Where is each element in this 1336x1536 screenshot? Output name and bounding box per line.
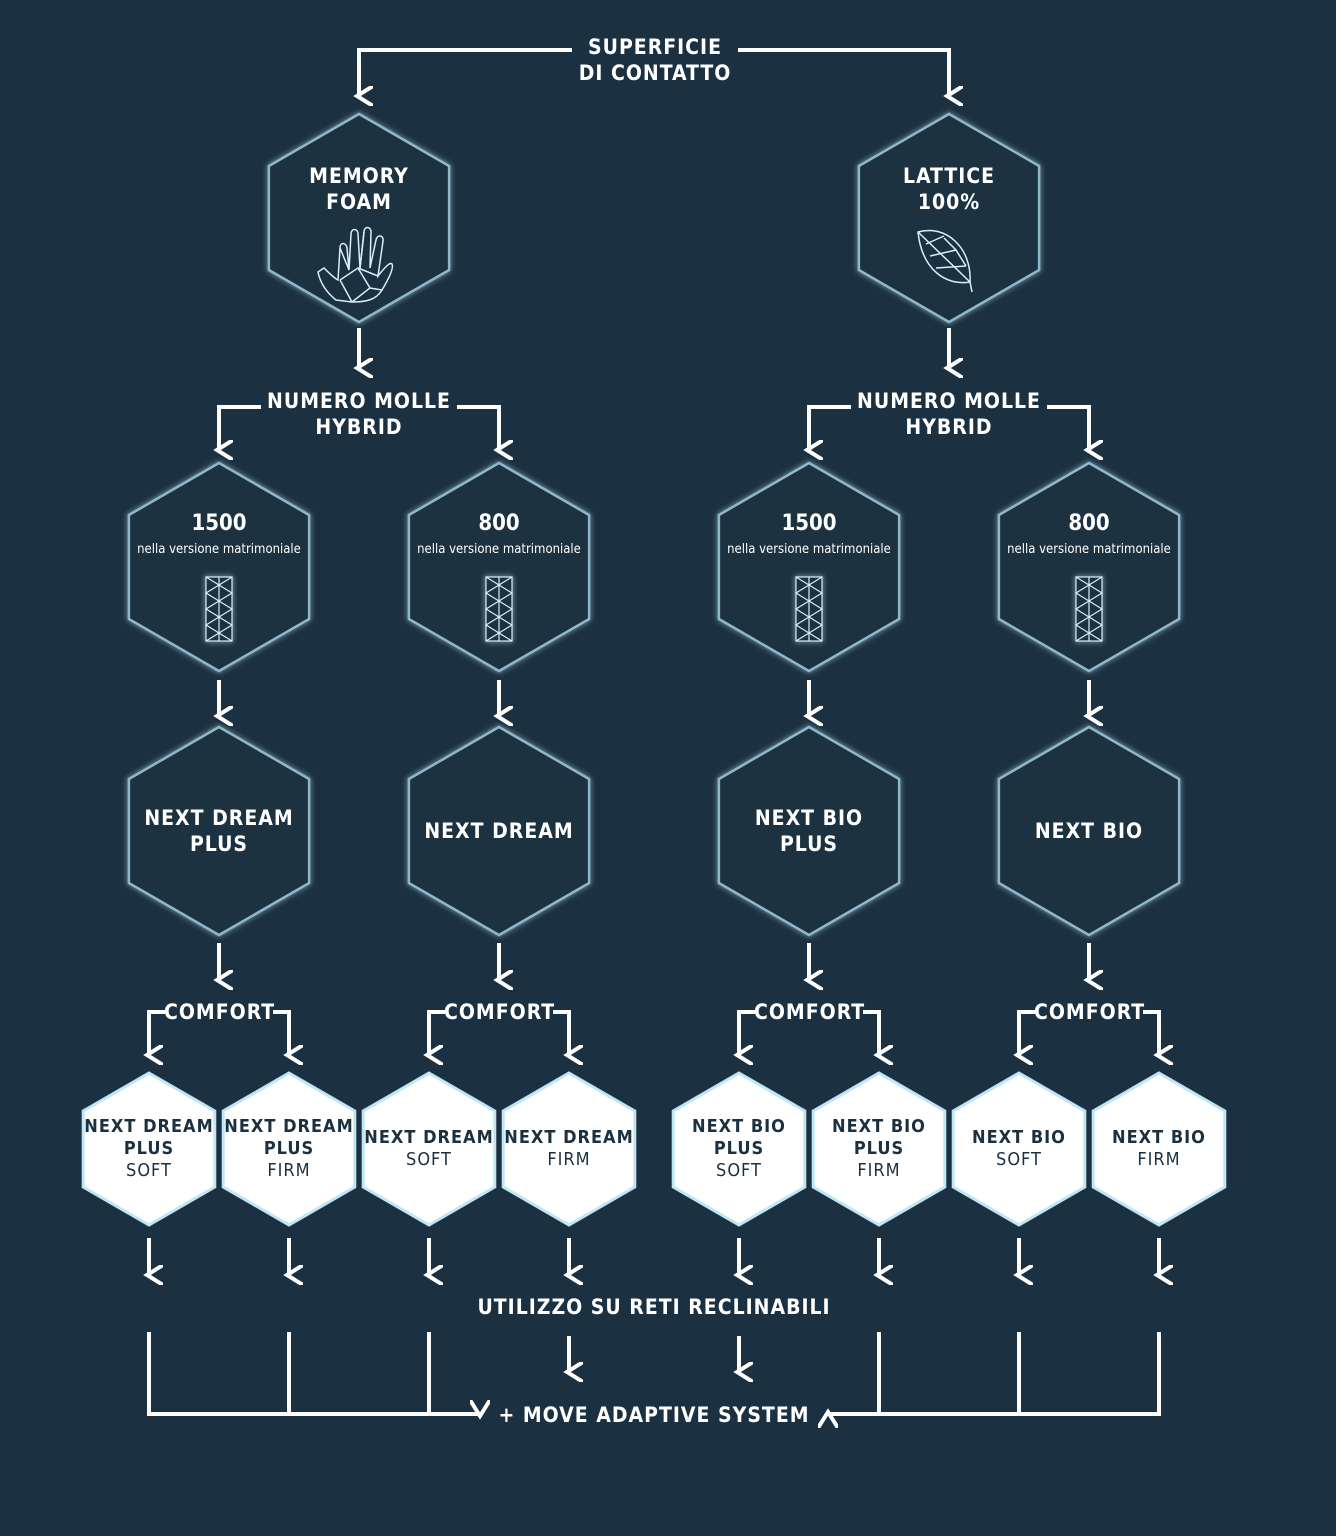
arrow-top-left bbox=[359, 48, 572, 96]
reclining-label: UTILIZZO SU RETI RECLINABILI bbox=[477, 1295, 831, 1319]
spring-count: 800 bbox=[478, 511, 520, 536]
variant-hexagon bbox=[501, 1071, 637, 1227]
variant-firmness: FIRM bbox=[547, 1149, 591, 1170]
spring-note: nella versione matrimoniale bbox=[137, 542, 301, 557]
spring-hexagon bbox=[997, 461, 1181, 673]
spring-count: 800 bbox=[1068, 511, 1110, 536]
variant-name: NEXT DREAM PLUS bbox=[84, 1116, 214, 1159]
spring-hexagon bbox=[407, 461, 591, 673]
variant-firmness: SOFT bbox=[126, 1160, 172, 1181]
model-next-bio: NEXT BIO bbox=[1034, 819, 1144, 843]
variant-name: NEXT BIO PLUS bbox=[832, 1116, 926, 1159]
variant-hexagon bbox=[81, 1071, 217, 1227]
material-hexagon bbox=[857, 112, 1041, 324]
variant-name: NEXT DREAM bbox=[504, 1127, 634, 1148]
arrow-comfort-left bbox=[1019, 1010, 1035, 1055]
variant-firmness: FIRM bbox=[1137, 1149, 1181, 1170]
variant-hexagon bbox=[951, 1071, 1087, 1227]
model-hexagon bbox=[127, 725, 311, 937]
variant-name: NEXT DREAM PLUS bbox=[224, 1116, 354, 1159]
variant-hexagon bbox=[361, 1071, 497, 1227]
springs-label-right: NUMERO MOLLE HYBRID bbox=[857, 389, 1041, 439]
arrow-comfort-right bbox=[273, 1010, 289, 1055]
variant-name: NEXT BIO bbox=[1112, 1127, 1206, 1148]
arrow-comfort-left bbox=[739, 1010, 755, 1055]
variant-name: NEXT BIO PLUS bbox=[692, 1116, 786, 1159]
model-next-dream-plus: NEXT DREAM PLUS bbox=[144, 806, 294, 856]
variant-hexagon bbox=[1091, 1071, 1227, 1227]
spring-count: 1500 bbox=[781, 511, 837, 536]
arrow-layer bbox=[147, 48, 1161, 1414]
contact-surface-label: SUPERFICIE DI CONTATTO bbox=[578, 35, 732, 85]
arrow-top-right bbox=[738, 48, 949, 96]
arrow-comfort-right bbox=[1143, 1010, 1159, 1055]
model-next-bio-plus: NEXT BIO PLUS bbox=[754, 806, 864, 856]
variant-firmness: SOFT bbox=[406, 1149, 452, 1170]
comfort-label: COMFORT bbox=[444, 1000, 556, 1024]
spring-icon bbox=[1074, 576, 1104, 642]
model-next-dream: NEXT DREAM bbox=[424, 819, 574, 843]
comfort-label: COMFORT bbox=[1034, 1000, 1146, 1024]
model-hexagon bbox=[407, 725, 591, 937]
variant-name: NEXT BIO bbox=[972, 1127, 1066, 1148]
hexagon-layer bbox=[81, 112, 1227, 1227]
material-label-memory-foam: MEMORY FOAM bbox=[309, 164, 409, 214]
spring-note: nella versione matrimoniale bbox=[1007, 542, 1171, 557]
arrow-comfort-left bbox=[429, 1010, 445, 1055]
variant-firmness: SOFT bbox=[996, 1149, 1042, 1170]
variant-name: NEXT DREAM bbox=[364, 1127, 494, 1148]
variant-hexagon bbox=[671, 1071, 807, 1227]
spring-icon bbox=[794, 576, 824, 642]
leaf-icon bbox=[917, 229, 973, 293]
arrow-branch-right bbox=[457, 405, 499, 450]
spring-count: 1500 bbox=[191, 511, 247, 536]
hand-icon bbox=[317, 226, 394, 303]
spring-icon bbox=[204, 576, 234, 642]
arrow-to-move-left bbox=[147, 1332, 480, 1414]
arrow-comfort-left bbox=[149, 1010, 165, 1055]
spring-note: nella versione matrimoniale bbox=[417, 542, 581, 557]
move-adaptive-label: + MOVE ADAPTIVE SYSTEM bbox=[498, 1403, 810, 1427]
variant-firmness: FIRM bbox=[857, 1160, 901, 1181]
spring-note: nella versione matrimoniale bbox=[727, 542, 891, 557]
comfort-label: COMFORT bbox=[164, 1000, 276, 1024]
spring-hexagon bbox=[717, 461, 901, 673]
arrow-branch-left bbox=[219, 405, 261, 450]
arrow-to-move-right bbox=[828, 1332, 1161, 1414]
spring-hexagon bbox=[127, 461, 311, 673]
comfort-label: COMFORT bbox=[754, 1000, 866, 1024]
arrow-comfort-right bbox=[553, 1010, 569, 1055]
variant-hexagon bbox=[221, 1071, 357, 1227]
variant-hexagon bbox=[811, 1071, 947, 1227]
model-hexagon bbox=[997, 725, 1181, 937]
variant-firmness: SOFT bbox=[716, 1160, 762, 1181]
material-label-lattice: LATTICE 100% bbox=[902, 164, 996, 214]
arrow-comfort-right bbox=[863, 1010, 879, 1055]
springs-label-left: NUMERO MOLLE HYBRID bbox=[267, 389, 451, 439]
model-hexagon bbox=[717, 725, 901, 937]
arrow-branch-right bbox=[1047, 405, 1089, 450]
material-hexagon bbox=[267, 112, 451, 324]
arrow-branch-left bbox=[809, 405, 851, 450]
spring-icon bbox=[484, 576, 514, 642]
variant-firmness: FIRM bbox=[267, 1160, 311, 1181]
